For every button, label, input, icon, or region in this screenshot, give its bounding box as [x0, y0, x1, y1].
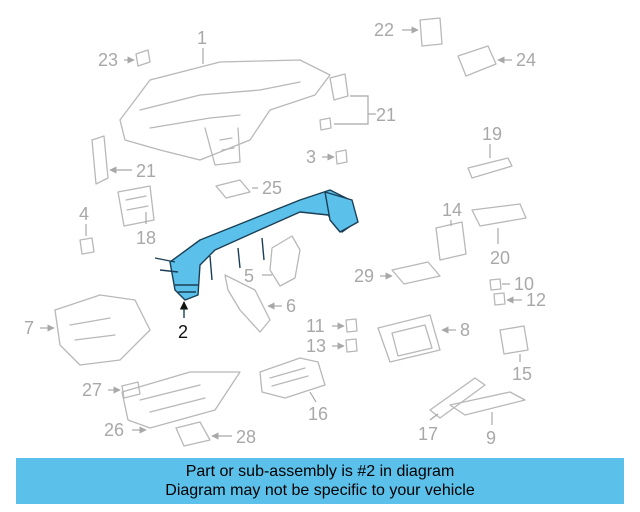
- label-8: 8: [460, 320, 470, 340]
- label-20: 20: [490, 248, 510, 268]
- label-1: 1: [197, 28, 207, 48]
- label-25: 25: [262, 178, 282, 198]
- label-28: 28: [236, 427, 256, 447]
- part-8: 8: [377, 314, 470, 363]
- label-15: 15: [512, 364, 532, 384]
- label-3: 3: [306, 147, 316, 167]
- label-9: 9: [486, 428, 496, 448]
- label-17: 17: [418, 424, 438, 444]
- part-23: 23: [98, 49, 151, 70]
- part-label-2: 2: [178, 301, 189, 342]
- label-22: 22: [374, 20, 394, 40]
- part-21-right: 21: [319, 73, 396, 131]
- part-4: 4: [79, 204, 95, 255]
- label-7: 7: [24, 318, 34, 338]
- label-23: 23: [98, 50, 118, 70]
- part-21-left: 21: [91, 135, 156, 185]
- part-instrument-panel: [119, 48, 331, 166]
- label-26: 26: [104, 420, 124, 440]
- label-12: 12: [526, 290, 546, 310]
- label-24: 24: [516, 50, 536, 70]
- part-15: 15: [499, 325, 532, 384]
- label-29: 29: [354, 266, 374, 286]
- part-label-1: 1: [197, 28, 207, 48]
- label-27: 27: [82, 380, 102, 400]
- part-18: 18: [117, 185, 156, 248]
- label-10: 10: [514, 274, 534, 294]
- part-17: 17: [418, 377, 486, 444]
- label-16: 16: [308, 404, 328, 424]
- label-5: 5: [244, 266, 254, 286]
- part-26: 26: [104, 371, 241, 440]
- part-27: 27: [82, 380, 141, 400]
- part-24: 24: [457, 45, 536, 77]
- banner-line-1: Part or sub-assembly is #2 in diagram: [185, 463, 455, 480]
- banner-line-2: Diagram may not be specific to your vehi…: [165, 482, 475, 499]
- part-6: 6: [224, 274, 296, 333]
- label-4: 4: [79, 204, 89, 224]
- part-cross-car-beam: [154, 189, 359, 301]
- label-18: 18: [136, 228, 156, 248]
- label-14: 14: [442, 200, 462, 220]
- part-10: 10: [489, 274, 534, 294]
- part-12: 12: [493, 290, 546, 310]
- label-21-left: 21: [136, 161, 156, 181]
- label-19: 19: [482, 124, 502, 144]
- part-28: 28: [175, 421, 256, 447]
- parts-diagram: 1 2 3 4 5 6 7: [24, 17, 546, 448]
- part-3: 3: [306, 147, 348, 167]
- part-20: 20: [471, 203, 527, 268]
- part-19: 19: [467, 124, 513, 179]
- label-21-right: 21: [376, 105, 396, 125]
- part-16: 16: [259, 357, 328, 424]
- part-14: 14: [435, 200, 467, 261]
- label-13: 13: [306, 336, 326, 356]
- part-5: 5: [244, 235, 301, 287]
- label-6: 6: [286, 296, 296, 316]
- part-25: 25: [215, 178, 282, 199]
- info-banner: Part or sub-assembly is #2 in diagram Di…: [16, 458, 624, 504]
- part-7: 7: [24, 294, 151, 366]
- part-13: 13: [306, 336, 358, 356]
- part-29: 29: [354, 261, 441, 286]
- label-11: 11: [306, 316, 325, 336]
- part-22: 22: [374, 17, 443, 47]
- part-11: 11: [306, 316, 358, 336]
- label-2: 2: [178, 322, 188, 342]
- part-9: 9: [449, 391, 526, 448]
